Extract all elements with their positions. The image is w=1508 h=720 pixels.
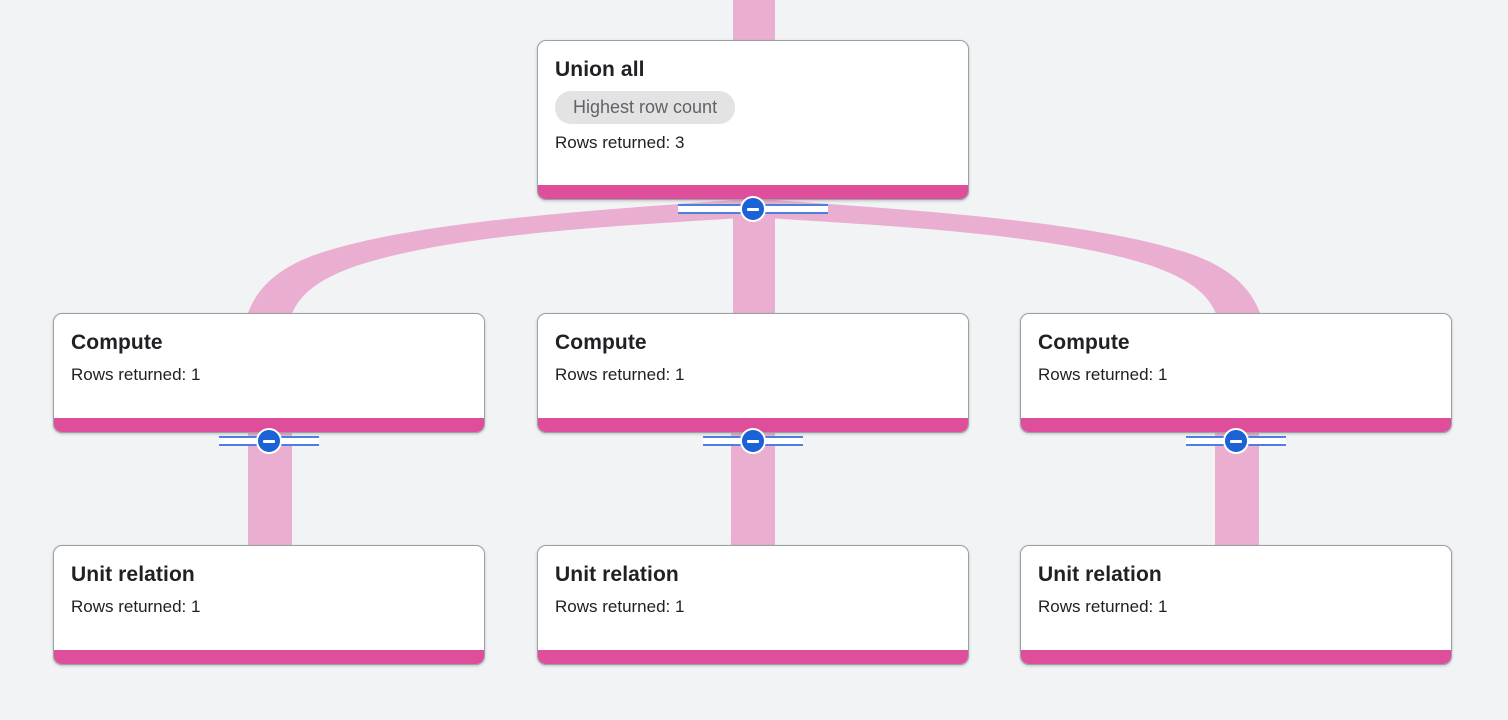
minus-circle-icon[interactable] — [740, 428, 766, 454]
edge-in-top — [733, 0, 775, 42]
status-badge: Highest row count — [555, 91, 736, 124]
node-title: Unit relation — [1038, 563, 1162, 586]
rows-returned-label: Rows returned: 1 — [555, 597, 685, 616]
node-unit-relation-1[interactable]: Unit relation Rows returned: 1 — [53, 545, 485, 665]
node-body: Compute Rows returned: 1 — [538, 314, 968, 391]
minus-glyph — [1230, 439, 1242, 443]
minus-glyph — [747, 439, 759, 443]
node-compute-2[interactable]: Compute Rows returned: 1 — [537, 313, 969, 433]
node-title: Unit relation — [71, 563, 195, 586]
rows-returned-label: Rows returned: 1 — [1038, 365, 1168, 384]
node-union-all[interactable]: Union all Highest row count Rows returne… — [537, 40, 969, 200]
rows-returned-label: Rows returned: 1 — [1038, 597, 1168, 616]
node-body: Compute Rows returned: 1 — [1021, 314, 1451, 391]
node-accent-bar — [538, 418, 968, 432]
node-compute-3[interactable]: Compute Rows returned: 1 — [1020, 313, 1452, 433]
rows-returned-label: Rows returned: 1 — [71, 365, 201, 384]
rows-returned-label: Rows returned: 3 — [555, 133, 685, 152]
node-body: Unit relation Rows returned: 1 — [538, 546, 968, 623]
collapse-toggle-compute-2[interactable] — [703, 428, 803, 454]
node-accent-bar — [1021, 650, 1451, 664]
minus-circle-icon[interactable] — [1223, 428, 1249, 454]
node-body: Union all Highest row count Rows returne… — [538, 41, 968, 159]
collapse-toggle-compute-3[interactable] — [1186, 428, 1286, 454]
node-unit-relation-3[interactable]: Unit relation Rows returned: 1 — [1020, 545, 1452, 665]
collapse-toggle-compute-1[interactable] — [219, 428, 319, 454]
node-body: Unit relation Rows returned: 1 — [1021, 546, 1451, 623]
rows-returned-label: Rows returned: 1 — [71, 597, 201, 616]
node-title: Union all — [555, 58, 645, 81]
edge-union-c1 — [247, 200, 742, 316]
node-body: Compute Rows returned: 1 — [54, 314, 484, 391]
node-title: Compute — [1038, 331, 1130, 354]
node-compute-1[interactable]: Compute Rows returned: 1 — [53, 313, 485, 433]
node-title: Unit relation — [555, 563, 679, 586]
node-accent-bar — [538, 650, 968, 664]
collapse-toggle-union-all[interactable] — [678, 196, 828, 222]
minus-circle-icon[interactable] — [740, 196, 766, 222]
minus-glyph — [263, 439, 275, 443]
node-body: Unit relation Rows returned: 1 — [54, 546, 484, 623]
node-title: Compute — [555, 331, 647, 354]
node-accent-bar — [1021, 418, 1451, 432]
node-accent-bar — [54, 650, 484, 664]
node-accent-bar — [538, 185, 968, 199]
node-title: Compute — [71, 331, 163, 354]
minus-circle-icon[interactable] — [256, 428, 282, 454]
node-unit-relation-2[interactable]: Unit relation Rows returned: 1 — [537, 545, 969, 665]
minus-glyph — [747, 207, 759, 211]
node-accent-bar — [54, 418, 484, 432]
edge-union-c3 — [766, 200, 1261, 316]
rows-returned-label: Rows returned: 1 — [555, 365, 685, 384]
